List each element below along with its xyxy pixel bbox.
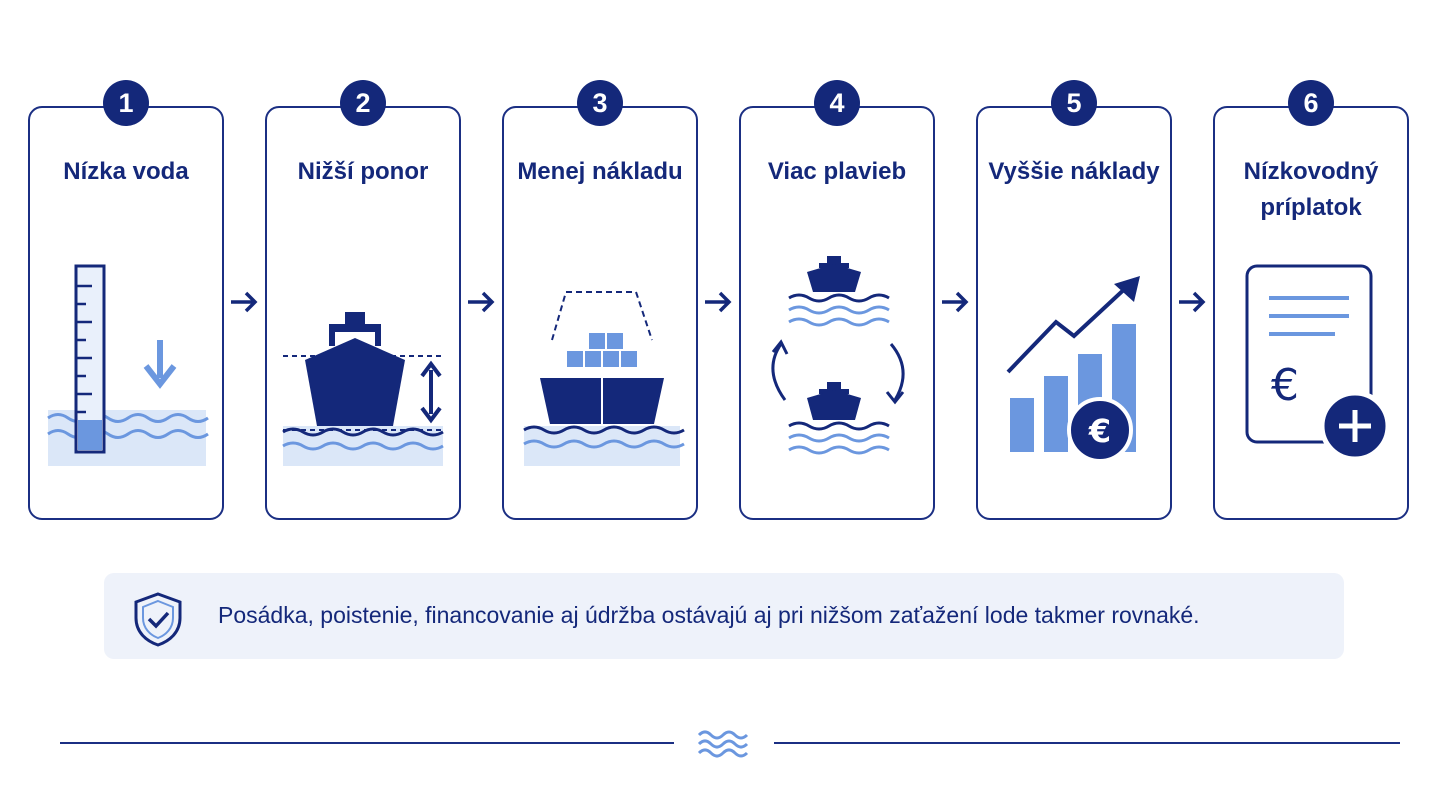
water-gauge-icon — [47, 264, 209, 466]
footer-divider-left — [60, 742, 674, 744]
step-number-badge: 2 — [340, 80, 386, 126]
shield-check-icon — [134, 592, 182, 647]
step-title: Nižší ponor — [297, 158, 429, 185]
step-card-6: Nízkovodný príplatok € 6 — [1213, 80, 1409, 520]
step-card-3: Menej nákladu 3 — [502, 80, 698, 520]
arrow-right-icon — [1179, 291, 1206, 313]
svg-text:€: € — [1088, 412, 1111, 450]
cost-chart-icon: € — [1006, 276, 1140, 463]
step-number-badge: 1 — [103, 80, 149, 126]
step-card-2: Nižší ponor 2 — [265, 80, 461, 520]
step-title: Menej nákladu — [517, 158, 683, 185]
step-number-badge: 3 — [577, 80, 623, 126]
step-title: Vyššie náklady — [988, 158, 1160, 185]
arrow-right-icon — [705, 291, 732, 313]
ship-draft-icon — [282, 312, 444, 466]
step-title: Nízkovodný príplatok — [1243, 158, 1379, 221]
step-card-4: Viac plavieb 4 — [739, 80, 935, 520]
step-title: Nízka voda — [63, 158, 189, 185]
svg-text:€: € — [1271, 360, 1299, 411]
step-number-badge: 4 — [814, 80, 860, 126]
arrow-right-icon — [468, 291, 495, 313]
waves-icon — [697, 730, 749, 758]
step-title: Viac plavieb — [767, 158, 907, 185]
footer-divider-right — [774, 742, 1400, 744]
step-card-5: Vyššie náklady € 5 — [976, 80, 1172, 520]
round-trip-icon — [771, 256, 905, 455]
info-note-text: Posádka, poistenie, financovanie aj údrž… — [218, 602, 1200, 628]
arrow-right-icon — [942, 291, 969, 313]
step-card-1: Nízka voda 1 — [28, 80, 224, 520]
arrow-right-icon — [231, 291, 258, 313]
cargo-ship-icon — [523, 291, 685, 466]
info-note: Posádka, poistenie, financovanie aj údrž… — [104, 573, 1344, 659]
surcharge-document-icon: € — [1245, 264, 1391, 462]
step-number-badge: 5 — [1051, 80, 1097, 126]
step-number-badge: 6 — [1288, 80, 1334, 126]
